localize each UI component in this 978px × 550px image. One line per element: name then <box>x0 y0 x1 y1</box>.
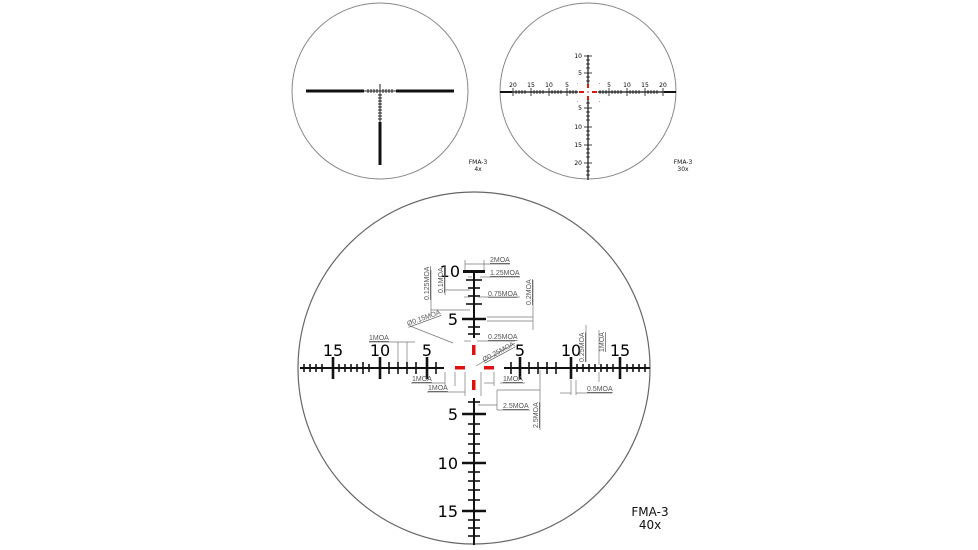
caption-30x-mag: 30x <box>677 165 689 173</box>
svg-text:5: 5 <box>578 70 582 77</box>
svg-text:15: 15 <box>574 142 582 149</box>
dim-0-75moa: 0.75MOA <box>488 291 518 298</box>
bottom-post <box>378 122 382 165</box>
svg-text:20: 20 <box>659 82 667 89</box>
svg-text:10: 10 <box>561 341 581 360</box>
dim-dia-0-15moa: Ø0.15MOA <box>406 309 442 328</box>
reticle-view-30x: 20 15 10 5 5 10 15 20 10 5 5 10 15 20 <box>499 2 677 180</box>
caption-30x: FMA-3 30x <box>663 159 703 173</box>
svg-text:15: 15 <box>641 82 649 89</box>
dim-1moa-right-v: 1MOA <box>599 332 606 352</box>
svg-text:5: 5 <box>448 310 458 329</box>
svg-text:5: 5 <box>565 82 569 89</box>
caption-4x-name: FMA-3 <box>468 159 488 166</box>
svg-text:15: 15 <box>610 341 630 360</box>
svg-text:5: 5 <box>515 341 525 360</box>
caption-4x-mag: 4x <box>474 165 482 173</box>
dim-dia-0-25moa: Ø0.25MOA <box>482 341 516 364</box>
svg-text:10: 10 <box>574 124 582 131</box>
dim-1moa-right: 1MOA <box>503 376 523 383</box>
caption-4x: FMA-3 4x <box>458 159 498 173</box>
dimension-labels: 2MOA 1.25MOA 0.75MOA 0.25MOA 0.1MOA 0.12… <box>369 257 613 428</box>
dim-2-5moa-h: 2.5MOA <box>503 403 529 410</box>
reticle-view-40x: 15 10 5 5 10 15 10 5 5 10 15 <box>297 191 651 545</box>
svg-text:15: 15 <box>438 502 458 521</box>
svg-text:5: 5 <box>578 105 582 112</box>
right-post <box>396 89 454 93</box>
svg-text:5: 5 <box>607 82 611 89</box>
svg-text:15: 15 <box>323 341 343 360</box>
center-marks-40x <box>455 345 494 390</box>
dim-0-1moa: 0.1MOA <box>438 267 445 293</box>
svg-text:5: 5 <box>448 405 458 424</box>
svg-text:10: 10 <box>438 454 458 473</box>
dim-1moa-left: 1MOA <box>412 376 432 383</box>
h-label-30x-l20: 20 <box>509 82 517 89</box>
dim-0-125moa: 0.125MOA <box>424 266 431 300</box>
svg-text:10: 10 <box>545 82 553 89</box>
svg-text:10: 10 <box>623 82 631 89</box>
dim-0-25moa-top: 0.25MOA <box>488 334 518 341</box>
caption-40x-mag: 40x <box>638 518 662 533</box>
dim-1moa-left-top: 1MOA <box>369 335 389 342</box>
dim-0-5moa: 0.5MOA <box>587 386 613 393</box>
dim-1-25moa: 1.25MOA <box>490 270 520 277</box>
caption-40x-name: FMA-3 <box>631 505 669 519</box>
dimension-lines <box>369 260 612 430</box>
caption-30x-name: FMA-3 <box>673 159 693 166</box>
svg-text:20: 20 <box>574 160 582 167</box>
scope-circle-4x <box>291 2 469 180</box>
svg-text:15: 15 <box>527 82 535 89</box>
caption-40x: FMA-3 40x <box>625 505 675 533</box>
center-marks-30x <box>579 84 597 100</box>
reticle-view-4x <box>291 2 469 180</box>
dim-0-2moa: 0.2MOA <box>526 279 533 305</box>
scale-labels-30x: 20 15 10 5 5 10 15 20 10 5 5 10 15 20 <box>509 53 667 167</box>
dim-2moa: 2MOA <box>490 257 510 264</box>
dim-1moa-left2: 1MOA <box>428 385 448 392</box>
svg-text:5: 5 <box>422 341 432 360</box>
dim-0-25moa-right: 0.25MOA <box>579 332 586 362</box>
svg-text:10: 10 <box>574 53 582 60</box>
scale-labels-40x: 15 10 5 5 10 15 10 5 5 10 15 <box>323 262 630 521</box>
dim-2-5moa-v: 2.5MOA <box>533 402 540 428</box>
svg-text:10: 10 <box>370 341 390 360</box>
